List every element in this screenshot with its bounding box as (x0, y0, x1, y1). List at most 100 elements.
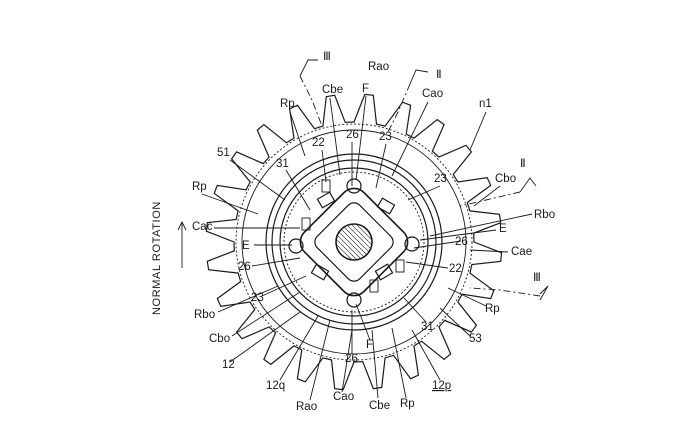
label-iii-top: Ⅲ (323, 51, 331, 63)
spring-block-4 (310, 263, 330, 281)
label-ii-right: Ⅱ (520, 158, 526, 170)
leader-5 (469, 111, 487, 151)
leader-lines (201, 95, 533, 401)
label-e-right: E (499, 223, 507, 235)
label-f-top: F (362, 83, 369, 95)
label-12: 12 (222, 359, 235, 371)
cam-inner (314, 202, 394, 282)
reference-labels: Ⅲ Rao Ⅱ Cbe F Cao Rp n1 22 26 23 51 31 2… (192, 51, 555, 413)
clutch-mechanism (288, 178, 420, 308)
label-cae: Cae (511, 246, 532, 258)
leader-25 (403, 297, 427, 323)
hatch-line (363, 224, 372, 260)
ring-2 (265, 153, 443, 331)
hatch-line (358, 224, 372, 260)
hatch-line (336, 224, 372, 260)
hatch-line (353, 224, 372, 260)
concentric-rings (235, 123, 473, 361)
section-marks (299, 59, 549, 301)
label-26-bottom: 26 (345, 353, 358, 365)
label-n1: n1 (479, 98, 492, 110)
label-23-top: 23 (379, 131, 392, 143)
label-cao-top: Cao (422, 88, 443, 100)
leader-21 (405, 261, 449, 269)
leader-3 (391, 101, 429, 177)
ring-3 (271, 159, 437, 325)
leader-35 (371, 329, 379, 399)
hatch-line (348, 224, 372, 260)
section-iii-top-arrow (299, 59, 318, 77)
hatch-line (338, 224, 372, 260)
label-53: 53 (469, 333, 482, 345)
label-cbe-top: Cbe (322, 84, 343, 96)
section-ii-top-arrow (409, 69, 429, 85)
hatch-line (368, 224, 372, 260)
section-ii-right-line (459, 191, 521, 207)
leader-34 (341, 329, 353, 393)
label-f-bottom: F (366, 339, 373, 351)
leader-6 (321, 149, 327, 183)
label-rao-top: Rao (368, 61, 389, 73)
label-rp-top: Rp (280, 98, 295, 110)
leader-31 (279, 315, 319, 381)
hatch-line (336, 224, 355, 260)
cam-body (299, 187, 409, 297)
label-22-top: 22 (312, 137, 325, 149)
section-iii-right-arrow (539, 285, 549, 301)
pin-4 (301, 217, 311, 231)
label-26-left: 26 (238, 261, 251, 273)
leader-28 (355, 303, 371, 341)
leader-12 (201, 193, 259, 215)
label-rp-bottom: Rp (400, 398, 415, 410)
roller-4 (404, 236, 420, 252)
leader-20 (251, 257, 301, 267)
label-rbo-right: Rbo (534, 209, 555, 221)
leader-32 (411, 329, 441, 381)
spring-block-2 (374, 263, 394, 281)
roller-3 (288, 238, 304, 254)
label-rp-right: Rp (485, 303, 500, 315)
roller-1 (346, 178, 362, 194)
section-ii-top-line (387, 83, 411, 133)
label-ii-top: Ⅱ (436, 69, 442, 81)
section-iii-right-line (469, 287, 541, 297)
leader-1 (329, 97, 341, 176)
hub-hatching (336, 224, 372, 260)
hatch-line (336, 224, 370, 260)
label-12p: 12p (432, 380, 451, 392)
pin-2 (395, 259, 405, 273)
hatch-line (343, 224, 372, 260)
leader-8 (375, 143, 387, 189)
ring-fine-1 (235, 123, 473, 361)
roller-2 (346, 292, 362, 308)
spring-block-1 (316, 191, 336, 209)
outer-gear-teeth (205, 93, 503, 391)
label-cac: Cac (192, 221, 213, 233)
hatch-line (336, 224, 350, 260)
leader-9 (229, 159, 286, 201)
label-cbo-left: Cbo (209, 333, 230, 345)
leader-33 (309, 319, 331, 401)
leader-26 (439, 307, 471, 337)
pin-3 (369, 279, 379, 293)
label-cao-bottom: Cao (333, 391, 354, 403)
spring-block-3 (376, 197, 396, 215)
hatch-line (336, 224, 365, 260)
gear-outline (205, 93, 503, 391)
leader-36 (391, 327, 407, 399)
section-iii-top-line (299, 75, 323, 127)
leader-22 (261, 275, 307, 297)
leader-19 (469, 249, 509, 253)
label-12q: 12q (266, 380, 285, 392)
label-26-right: 26 (455, 236, 468, 248)
leader-27 (231, 291, 301, 337)
label-cbe-bottom: Cbe (369, 400, 390, 412)
section-ii-right-arrow (519, 177, 537, 193)
label-31-top: 31 (276, 158, 289, 170)
leader-16 (419, 229, 497, 241)
label-31-bottom: 31 (421, 321, 434, 333)
leader-14 (429, 213, 533, 237)
ring-fine-2 (283, 171, 425, 313)
label-e-left: E (242, 240, 250, 252)
